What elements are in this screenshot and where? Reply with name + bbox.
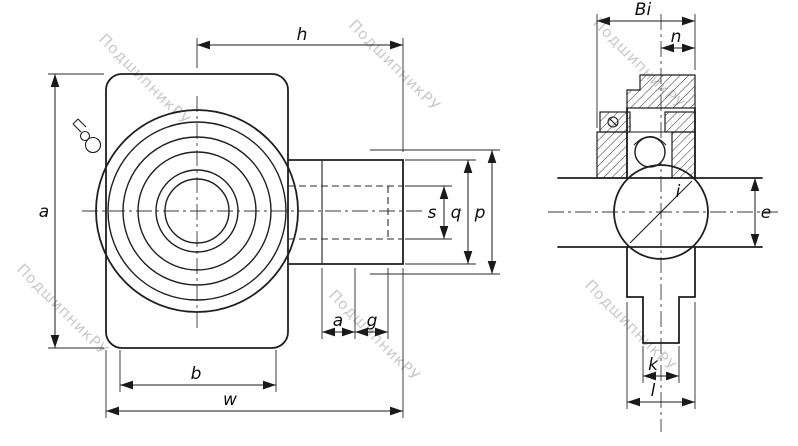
- dim-label-s: s: [428, 203, 437, 223]
- front-view-centerlines: [82, 96, 424, 328]
- side-view: i Bi n e k l: [548, 0, 778, 432]
- dim-label-g: g: [367, 311, 378, 331]
- dim-label-n: n: [671, 27, 682, 47]
- dim-label-q: q: [451, 203, 462, 223]
- grease-fitting: [72, 118, 102, 154]
- bearing-section: [596, 111, 696, 179]
- set-screw: [607, 116, 619, 128]
- slide-block: [287, 159, 404, 265]
- sphere-silhouette: i: [613, 164, 709, 260]
- dimension-h: h: [196, 25, 404, 152]
- shaft: [557, 177, 763, 248]
- dim-label-b: b: [191, 364, 202, 384]
- dimension-e: e: [750, 178, 771, 247]
- front-view: h a s q p: [39, 25, 500, 418]
- bearing-boss-circles: [95, 109, 299, 313]
- dim-label-Bi: Bi: [635, 0, 652, 20]
- dimension-Bi: Bi: [596, 0, 696, 128]
- dim-label-h: h: [297, 25, 308, 45]
- dim-label-e: e: [761, 203, 771, 223]
- dim-label-p: p: [474, 203, 486, 223]
- dim-label-a-height: a: [39, 202, 49, 222]
- dimension-k: k: [642, 346, 680, 383]
- watermark-text: ПодшипникРУ: [13, 260, 112, 359]
- bearing-ball: [634, 136, 666, 168]
- dim-label-k: k: [648, 355, 659, 375]
- dim-label-a-slot: a: [333, 311, 343, 331]
- watermark-layer: ПодшипникРУ ПодшипникРУ ПодшипникРУ Подш…: [13, 14, 688, 385]
- watermark-text: ПодшипникРУ: [345, 16, 444, 115]
- dim-label-w: w: [223, 390, 237, 410]
- watermark-text: ПодшипникРУ: [325, 286, 424, 385]
- dimension-b: b: [119, 350, 277, 392]
- dimension-q: q: [405, 159, 476, 265]
- housing-frame-section: [626, 74, 696, 344]
- dimension-a-height: a: [39, 73, 104, 349]
- dimension-l: l: [626, 302, 696, 409]
- dim-label-l: l: [651, 381, 656, 401]
- dim-label-i: i: [676, 182, 681, 202]
- dimension-s: s: [405, 185, 452, 240]
- dimension-n: n: [661, 27, 695, 53]
- dimension-w: w: [105, 268, 404, 418]
- housing-body-outline: [105, 73, 289, 349]
- dimension-a-slot-and-g: a g: [321, 268, 389, 339]
- watermark-text: ПодшипникРУ: [581, 276, 680, 375]
- dimension-p: p: [370, 149, 500, 275]
